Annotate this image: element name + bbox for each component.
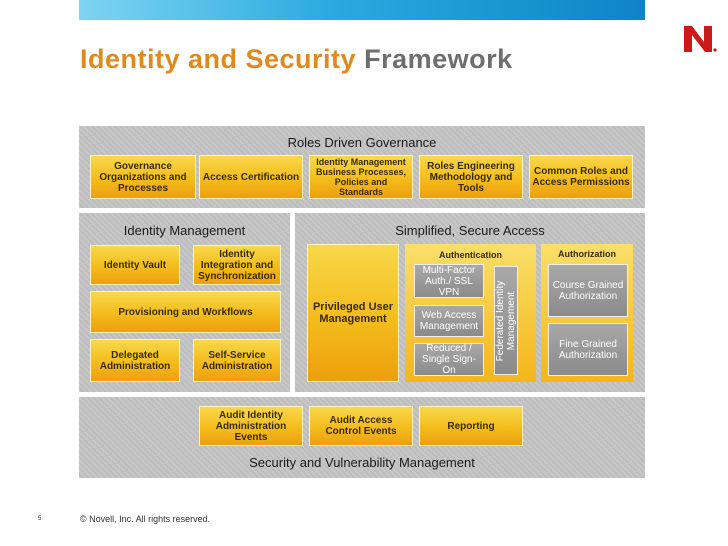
delegated-administration-box: Delegated Administration [90, 339, 180, 382]
governance-item-common-roles: Common Roles and Access Permissions [529, 155, 633, 199]
governance-item-idm-processes: Identity Management Business Processes, … [309, 155, 413, 199]
web-access-management-box: Web Access Management [414, 305, 484, 337]
identity-vault-box: Identity Vault [90, 245, 180, 285]
self-service-administration-box: Self-Service Administration [193, 339, 281, 382]
novell-logo-icon [684, 26, 717, 52]
authentication-label: Authentication [439, 250, 502, 260]
fine-grained-authorization-box: Fine Grained Authorization [548, 323, 628, 376]
security-label: Security and Vulnerability Management [249, 455, 475, 470]
federated-identity-label: Federated Identity Management [495, 280, 517, 361]
governance-item-organizations: Governance Organizations and Processes [90, 155, 196, 199]
reporting-box: Reporting [419, 406, 523, 446]
audit-access-control-box: Audit Access Control Events [309, 406, 413, 446]
governance-label: Roles Driven Governance [287, 135, 437, 150]
identity-integration-box: Identity Integration and Synchronization [193, 245, 281, 285]
audit-identity-events-box: Audit Identity Administration Events [199, 406, 303, 446]
page-number: 5 [38, 516, 42, 522]
page-title: Identity and Security Framework [80, 44, 513, 75]
course-grained-authorization-box: Course Grained Authorization [548, 264, 628, 317]
title-part-1: Identity and Security [80, 44, 357, 74]
title-part-2: Framework [364, 44, 513, 74]
copyright-footer: © Novell, Inc. All rights reserved. [80, 514, 211, 524]
governance-item-access-certification: Access Certification [199, 155, 303, 199]
governance-item-roles-engineering: Roles Engineering Methodology and Tools [419, 155, 523, 199]
federated-identity-management-box: Federated Identity Management [494, 266, 518, 375]
provisioning-workflows-box: Provisioning and Workflows [90, 291, 281, 333]
multi-factor-auth-box: Multi-Factor Auth./ SSL VPN [414, 264, 484, 298]
single-sign-on-box: Reduced / Single Sign-On [414, 343, 484, 376]
secure-access-label: Simplified, Secure Access [395, 223, 545, 238]
privileged-user-management-box: Privileged User Management [307, 244, 399, 382]
identity-management-label: Identity Management [123, 223, 246, 238]
authorization-label: Authorization [558, 249, 616, 259]
top-color-bar [79, 0, 645, 20]
